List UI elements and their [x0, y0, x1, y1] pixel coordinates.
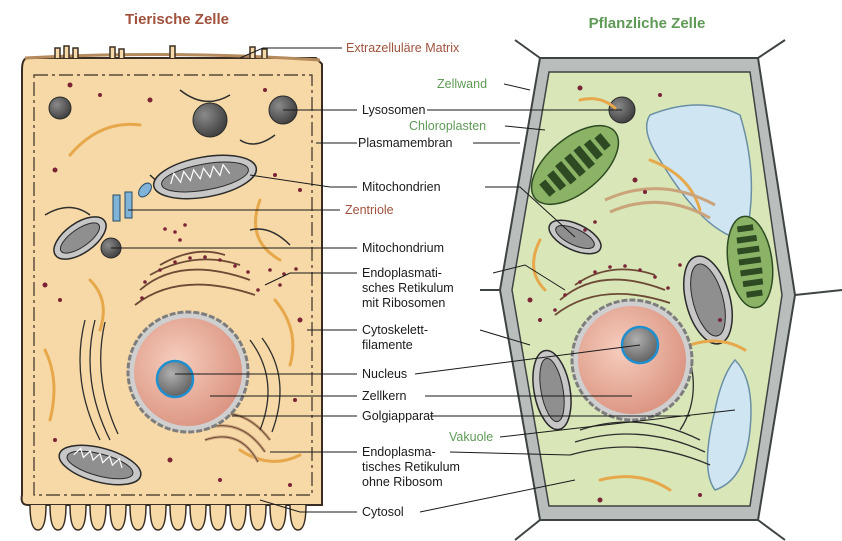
animal-nucleolus: [157, 361, 193, 397]
label-cytoskeleton-line2: filamente: [362, 338, 413, 352]
plant-cell-title: Pflanzliche Zelle: [589, 15, 706, 32]
label-cytosol: Cytosol: [362, 505, 404, 519]
plant-cell: [480, 40, 842, 540]
label-mitochondrien: Mitochondrien: [362, 180, 441, 194]
label-vakuole: Vakuole: [449, 430, 493, 444]
label-er-smooth-line3: ohne Ribosom: [362, 475, 443, 489]
microvilli-bottom: [30, 505, 306, 530]
label-zentriole: Zentriole: [345, 203, 394, 217]
label-zellwand: Zellwand: [437, 77, 487, 91]
label-er-smooth-line2: tisches Retikulum: [362, 460, 460, 474]
plant-nucleus: [572, 300, 692, 420]
label-er-smooth-line1: Endoplasma-: [362, 445, 436, 459]
label-lysosomen: Lysosomen: [362, 103, 426, 117]
label-mitochondrium: Mitochondrium: [362, 241, 444, 255]
label-golgiapparat: Golgiapparat: [362, 409, 434, 423]
animal-nucleus: [128, 312, 248, 432]
label-er-rough-line2: sches Retikulum: [362, 281, 454, 295]
lysosome: [49, 97, 71, 119]
label-extracellular-matrix: Extrazelluläre Matrix: [346, 41, 460, 55]
lysosome: [193, 103, 227, 137]
label-chloroplasten: Chloroplasten: [409, 119, 486, 133]
animal-cell-body: [22, 58, 322, 505]
label-er-rough-line3: mit Ribosomen: [362, 296, 445, 310]
animal-cell-title: Tierische Zelle: [125, 11, 229, 28]
label-nucleus: Nucleus: [362, 367, 407, 381]
label-cytoskeleton-line1: Cytoskelett-: [362, 323, 428, 337]
label-er-rough-line1: Endoplasmati-: [362, 266, 442, 280]
label-plasmamembran: Plasmamembran: [358, 136, 453, 150]
label-zellkern: Zellkern: [362, 389, 407, 403]
animal-cell: [22, 46, 322, 530]
labels: Extrazelluläre Matrix Zellwand Lysosomen…: [345, 41, 493, 519]
